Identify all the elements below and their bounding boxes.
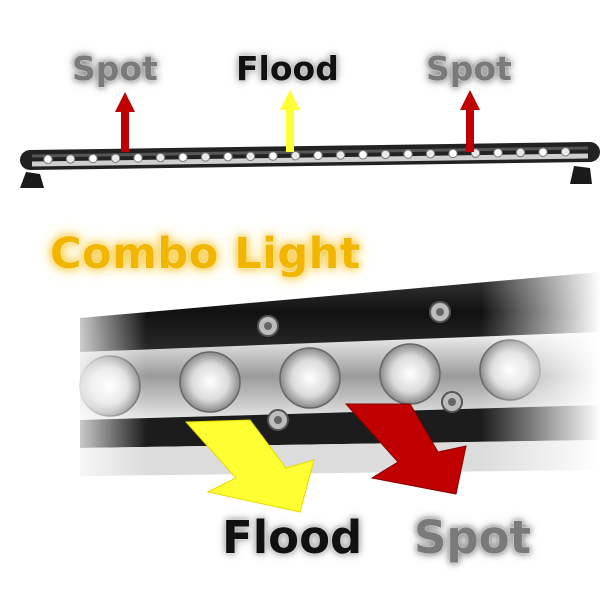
led-lens: [88, 153, 98, 164]
mount-foot-right: [570, 166, 592, 184]
led-lens: [515, 147, 526, 158]
led-lens: [335, 150, 346, 160]
led-lens: [425, 149, 436, 159]
led-lens: [65, 154, 76, 164]
flood-label-bottom: Flood: [222, 511, 363, 564]
led-lens: [403, 149, 413, 159]
led-lens: [493, 148, 503, 158]
led-lens: [223, 151, 233, 162]
led-row: [43, 147, 571, 164]
down-arrow-flood-icon: [184, 419, 315, 513]
mount-foot-left: [20, 172, 44, 188]
flood-label-top: Flood: [236, 49, 339, 88]
led-lens: [155, 152, 166, 163]
led-lens: [538, 147, 548, 157]
up-arrow-spot-left-icon: [115, 92, 135, 152]
led-lens: [200, 152, 211, 162]
up-arrow-spot-right-icon: [460, 90, 480, 152]
led-lens: [110, 153, 121, 163]
light-bar-small: [20, 142, 600, 188]
led-lens: [178, 152, 188, 163]
led-lens: [133, 153, 143, 163]
led-lens: [358, 150, 368, 160]
combo-light-title: Combo Light: [50, 229, 361, 279]
spot-label-left: Spot: [72, 49, 158, 88]
down-arrow-spot-icon: [344, 403, 467, 495]
led-lens: [43, 154, 53, 164]
spot-label-bottom: Spot: [414, 511, 532, 564]
led-lens: [560, 147, 571, 157]
led-lens: [448, 148, 458, 159]
led-lens: [290, 151, 301, 161]
up-arrow-flood-icon: [280, 90, 300, 152]
spot-label-right: Spot: [426, 49, 512, 88]
led-lens: [380, 149, 391, 160]
led-lens: [313, 150, 323, 161]
led-lens: [268, 151, 278, 161]
led-lens: [245, 151, 256, 162]
light-bar-closeup: [60, 260, 600, 490]
